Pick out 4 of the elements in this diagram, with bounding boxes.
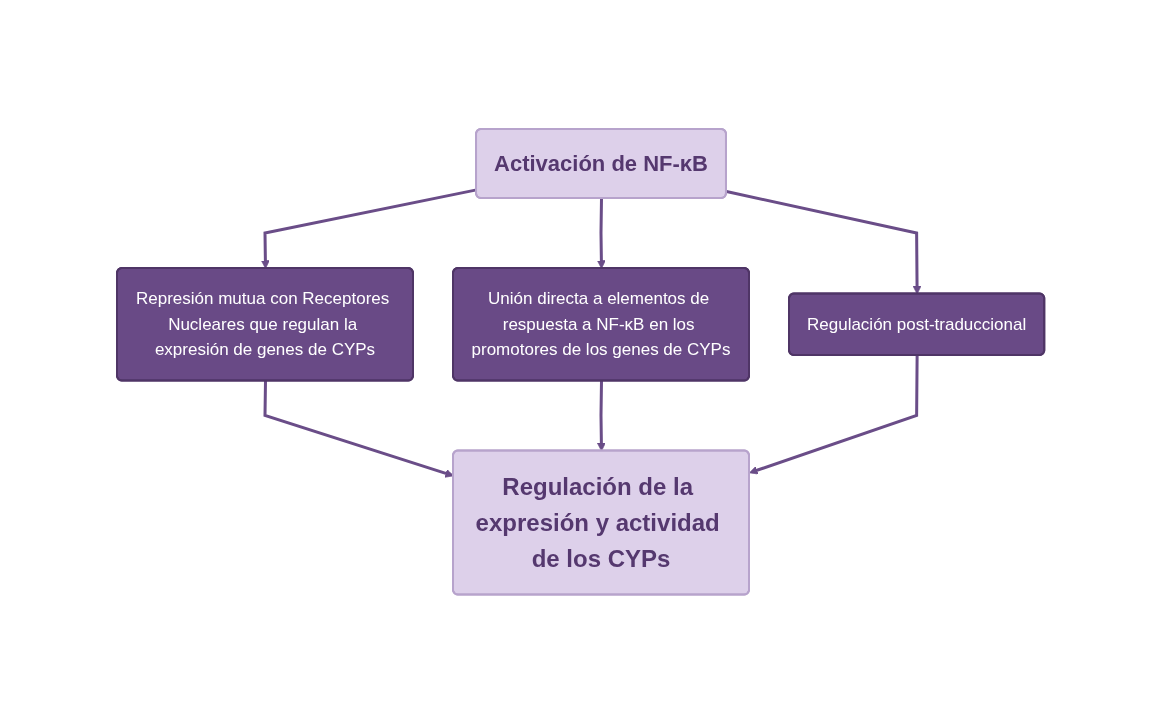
arrow [726, 189, 922, 295]
arrow [749, 355, 919, 475]
arrow [596, 198, 606, 269]
arrow [596, 380, 606, 452]
